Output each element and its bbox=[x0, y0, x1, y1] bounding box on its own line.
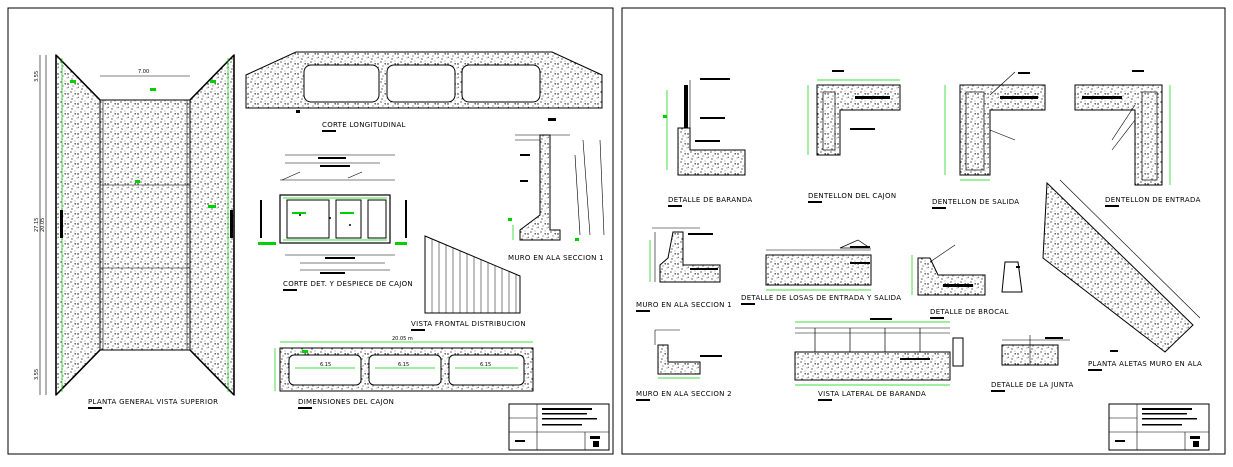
dim-cell-3: 6.15 bbox=[480, 362, 491, 368]
dim-total-length: 20.05 m bbox=[392, 336, 413, 342]
label-vista-lateral: VISTA LATERAL DE BARANDA bbox=[818, 390, 926, 398]
dim-top-width: 7.00 bbox=[138, 69, 149, 75]
planta-aletas-drawing bbox=[1042, 179, 1201, 353]
detalle-losas-drawing bbox=[765, 239, 872, 291]
vista-frontal-drawing bbox=[424, 235, 521, 314]
label-dentellon-cajon: DENTELLON DEL CAJON bbox=[808, 192, 896, 200]
label-corte-det: CORTE DET. Y DESPIECE DE CAJON bbox=[283, 280, 413, 288]
label-vista-frontal: VISTA FRONTAL DISTRIBUCION bbox=[411, 320, 526, 328]
sheet-1: 7.00 27.15 20.05 3.55 3.55 PLANTA GENERA… bbox=[7, 7, 614, 455]
label-muro-s1-detail: MURO EN ALA SECCION 1 bbox=[636, 301, 732, 309]
title-block-2 bbox=[1108, 403, 1210, 451]
detalle-brocal-drawing bbox=[911, 244, 1023, 296]
dim-side-2: 20.05 bbox=[40, 218, 46, 232]
detalle-junta-drawing bbox=[1001, 335, 1070, 366]
label-dimensiones: DIMENSIONES DEL CAJON bbox=[298, 398, 394, 406]
dim-cell-1: 6.15 bbox=[320, 362, 331, 368]
dim-side-1: 27.15 bbox=[34, 218, 40, 232]
label-dentellon-salida: DENTELLON DE SALIDA bbox=[932, 198, 1019, 206]
corte-longitudinal-drawing bbox=[245, 51, 603, 113]
label-baranda: DETALLE DE BARANDA bbox=[668, 196, 752, 204]
dentellon-salida-drawing bbox=[944, 71, 1046, 181]
label-junta: DETALLE DE LA JUNTA bbox=[991, 381, 1074, 389]
label-corte-long: CORTE LONGITUDINAL bbox=[322, 121, 406, 129]
title-block-1 bbox=[508, 403, 610, 451]
label-brocal: DETALLE DE BROCAL bbox=[930, 308, 1009, 316]
muro-s1-detail-drawing bbox=[649, 227, 721, 283]
planta-general-drawing bbox=[39, 53, 235, 397]
muro-seccion-1-drawing bbox=[508, 118, 605, 241]
dim-cell-2: 6.15 bbox=[398, 362, 409, 368]
label-dentellon-entrada: DENTELLON DE ENTRADA bbox=[1105, 196, 1201, 204]
dim-end-1: 3.55 bbox=[34, 71, 40, 82]
label-planta: PLANTA GENERAL VISTA SUPERIOR bbox=[88, 398, 218, 406]
dim-end-2: 3.55 bbox=[34, 369, 40, 380]
muro-s2-drawing bbox=[654, 329, 722, 379]
dimensiones-cajon-drawing bbox=[274, 341, 534, 392]
label-muro-s1: MURO EN ALA SECCION 1 bbox=[508, 254, 604, 262]
label-losas: DETALLE DE LOSAS DE ENTRADA Y SALIDA bbox=[741, 294, 901, 302]
corte-despiece-drawing bbox=[258, 154, 407, 274]
dentellon-cajon-drawing bbox=[807, 70, 901, 156]
detalle-baranda-drawing bbox=[663, 78, 746, 176]
label-aletas: PLANTA ALETAS MURO EN ALA bbox=[1088, 360, 1202, 368]
sheet-2-border bbox=[621, 7, 1226, 455]
sheet-2: DETALLE DE BARANDA DENTELLON DEL CAJON D… bbox=[621, 7, 1226, 455]
label-muro-s2: MURO EN ALA SECCION 2 bbox=[636, 390, 732, 398]
sheet-1-border bbox=[7, 7, 614, 455]
dentellon-entrada-drawing bbox=[1074, 70, 1171, 186]
vista-lateral-drawing bbox=[794, 318, 964, 386]
